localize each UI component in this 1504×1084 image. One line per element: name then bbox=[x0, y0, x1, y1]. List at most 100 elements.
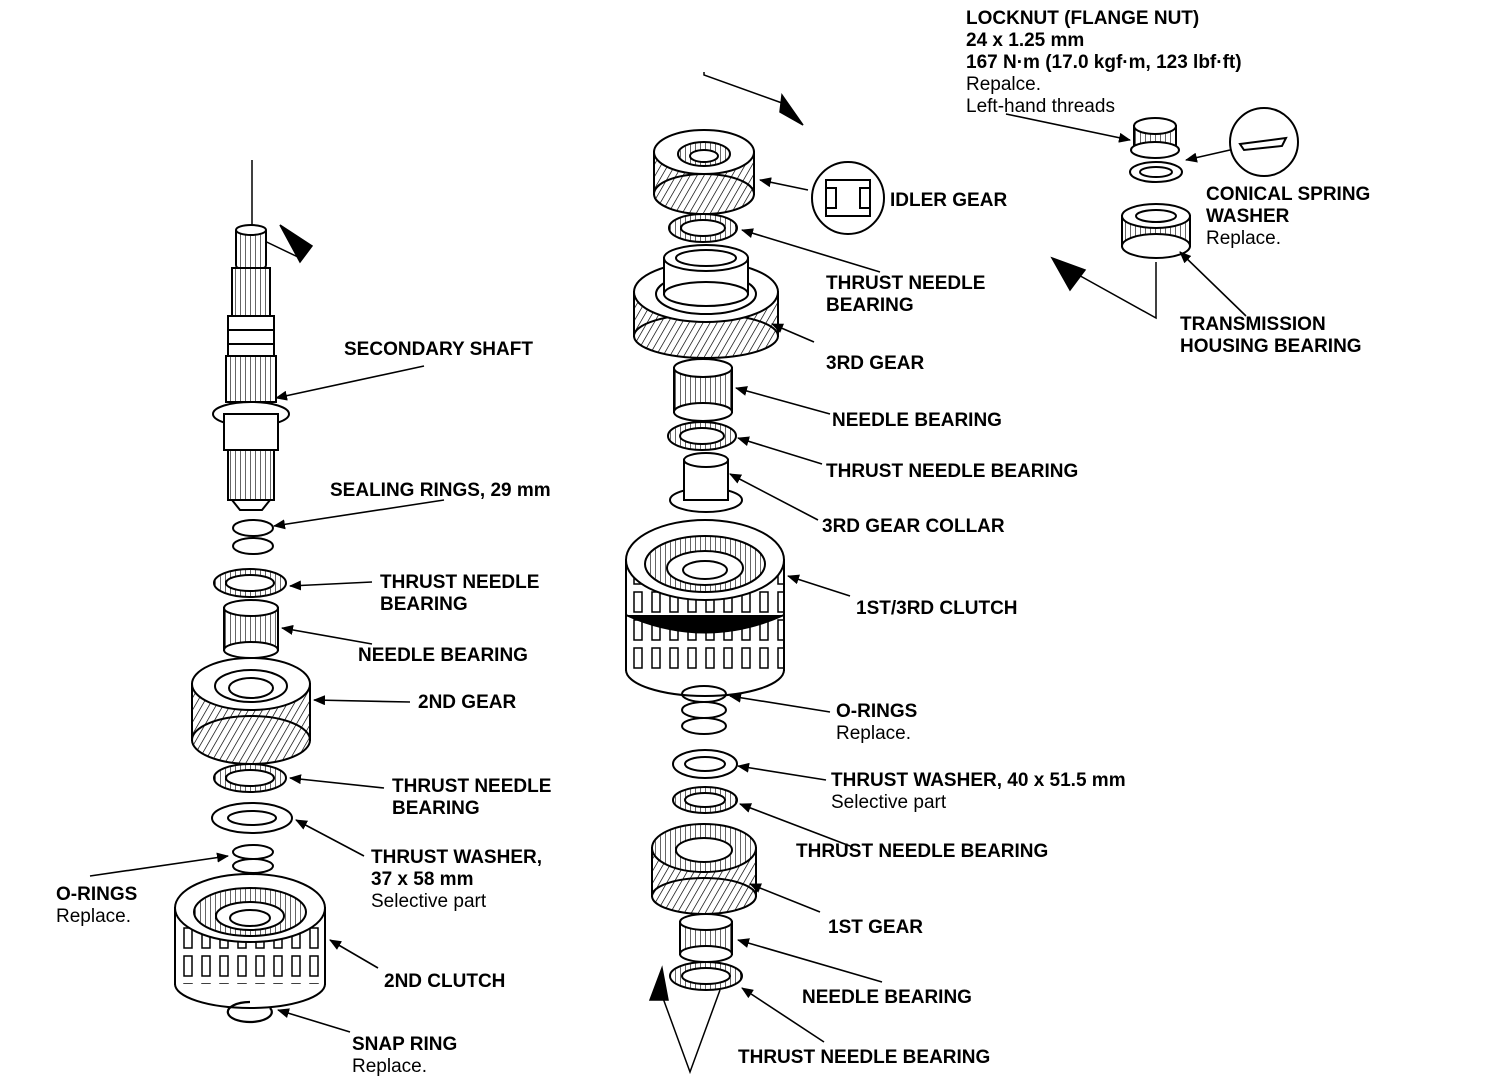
label-needle-bearing-left: NEEDLE BEARING bbox=[358, 645, 528, 667]
label-first-gear-text: 1ST GEAR bbox=[828, 917, 924, 938]
leader-thrust-needle-bottom bbox=[741, 987, 825, 1043]
snap-ring-part bbox=[226, 1000, 273, 1024]
label-locknut-name: LOCKNUT (FLANGE NUT) bbox=[966, 8, 1200, 29]
label-o-rings-right: O-RINGS Replace. bbox=[836, 701, 917, 745]
label-collar-text: 3RD GEAR COLLAR bbox=[822, 516, 1005, 537]
label-second-clutch: 2ND CLUTCH bbox=[384, 971, 505, 993]
label-transmission-housing-bearing: TRANSMISSION HOUSING BEARING bbox=[1180, 314, 1362, 358]
leader-idler-gear bbox=[759, 177, 809, 191]
label-sealing-rings-text: SEALING RINGS, 29 mm bbox=[330, 480, 551, 501]
label-thrust-washer-right: THRUST WASHER, 40 x 51.5 mm Selective pa… bbox=[831, 770, 1126, 814]
axis-arrow-right bbox=[1050, 256, 1157, 320]
thrust-needle-bearing-mid-part bbox=[667, 421, 737, 451]
label-tnb-bottom-text: THRUST NEEDLE BEARING bbox=[738, 1047, 991, 1068]
conical-spring-washer-part bbox=[1129, 161, 1183, 183]
axis-arrow-center-bottom bbox=[648, 965, 721, 1075]
secondary-shaft-part bbox=[212, 224, 290, 511]
label-third-gear-collar: 3RD GEAR COLLAR bbox=[822, 516, 1005, 538]
second-clutch-part bbox=[174, 873, 326, 1009]
label-second-gear-text: 2ND GEAR bbox=[418, 692, 517, 713]
label-locknut: LOCKNUT (FLANGE NUT) 24 x 1.25 mm 167 N·… bbox=[966, 8, 1242, 118]
label-tw-left-line1: THRUST WASHER, bbox=[371, 847, 542, 868]
idler-gear-part bbox=[653, 129, 755, 215]
label-conical-spring-washer: CONICAL SPRING WASHER Replace. bbox=[1206, 184, 1370, 250]
locknut-part bbox=[1130, 117, 1180, 159]
label-first-third-clutch: 1ST/3RD CLUTCH bbox=[856, 598, 1018, 620]
thrust-needle-bearing-right-1-part bbox=[672, 786, 738, 814]
label-thb-line2: HOUSING BEARING bbox=[1180, 336, 1362, 357]
label-sealing-rings: SEALING RINGS, 29 mm bbox=[330, 480, 551, 502]
leader-thrust-needle-right1 bbox=[739, 803, 851, 847]
label-tnb-left1-line1: THRUST NEEDLE bbox=[380, 572, 540, 593]
leader-third-gear bbox=[771, 323, 815, 343]
label-o-rings-left-note: Replace. bbox=[56, 906, 131, 927]
leader-o-rings-left bbox=[89, 852, 229, 877]
leader-thrust-washer-right bbox=[737, 762, 827, 781]
label-tnb-top-line1: THRUST NEEDLE bbox=[826, 273, 986, 294]
third-gear-part bbox=[633, 244, 779, 359]
label-needle-bearing-mid: NEEDLE BEARING bbox=[832, 410, 1002, 432]
leader-thrust-needle-mid bbox=[737, 436, 823, 465]
label-snap-ring: SNAP RING Replace. bbox=[352, 1034, 457, 1078]
label-thrust-needle-bearing-bottom: THRUST NEEDLE BEARING bbox=[738, 1047, 990, 1069]
label-conical-line2: WASHER bbox=[1206, 206, 1290, 227]
label-needle-mid-text: NEEDLE BEARING bbox=[832, 410, 1002, 431]
label-tnb-left2-line1: THRUST NEEDLE bbox=[392, 776, 552, 797]
thrust-needle-bearing-left-1-part bbox=[213, 568, 287, 598]
label-thrust-washer-left: THRUST WASHER, 37 x 58 mm Selective part bbox=[371, 847, 542, 913]
leader-conical-washer bbox=[1185, 149, 1231, 163]
leader-needle-bottom bbox=[737, 938, 883, 983]
leader-needle-left bbox=[281, 625, 373, 645]
label-locknut-note1: Repalce. bbox=[966, 74, 1041, 95]
axis-arrow-center-top bbox=[703, 72, 804, 126]
leader-housing-bearing bbox=[1179, 251, 1247, 317]
o-rings-right-part bbox=[681, 685, 727, 735]
label-secondary-shaft-text: SECONDARY SHAFT bbox=[344, 339, 533, 360]
label-idler-gear-text: IDLER GEAR bbox=[890, 190, 1008, 211]
leader-o-rings-right bbox=[729, 692, 831, 713]
label-locknut-torque: 167 N·m (17.0 kgf·m, 123 lbf·ft) bbox=[966, 52, 1242, 73]
label-thrust-needle-bearing-right-1: THRUST NEEDLE BEARING bbox=[796, 841, 1048, 863]
thrust-washer-right-part bbox=[672, 749, 738, 779]
leader-sealing-rings bbox=[273, 499, 445, 530]
label-conical-note: Replace. bbox=[1206, 228, 1281, 249]
leader-lines bbox=[89, 113, 1247, 1043]
label-idler-gear: IDLER GEAR bbox=[890, 190, 1007, 212]
label-o-rings-right-note: Replace. bbox=[836, 723, 911, 744]
leader-secondary-shaft bbox=[275, 365, 425, 401]
needle-bearing-mid-part bbox=[673, 358, 733, 422]
leader-needle-mid bbox=[735, 386, 831, 415]
third-gear-collar-part bbox=[669, 452, 743, 513]
leader-thrust-washer-left bbox=[295, 819, 365, 857]
thrust-needle-bearing-left-2-part bbox=[213, 763, 287, 793]
leader-first-gear bbox=[749, 883, 821, 913]
conical-spring-washer-section-icon bbox=[1229, 107, 1299, 177]
label-tnb-left2-line2: BEARING bbox=[392, 798, 480, 819]
thrust-needle-bearing-top-part bbox=[668, 213, 738, 243]
leader-clutch-13 bbox=[787, 574, 851, 597]
leader-thrust-needle-left1 bbox=[289, 580, 373, 591]
label-o-rings-right-name: O-RINGS bbox=[836, 701, 918, 722]
transmission-housing-bearing-part bbox=[1121, 203, 1191, 259]
label-first-gear: 1ST GEAR bbox=[828, 917, 923, 939]
first-gear-part bbox=[651, 823, 757, 915]
label-tw-left-line2: 37 x 58 mm bbox=[371, 869, 474, 890]
label-thrust-needle-bearing-left-1: THRUST NEEDLE BEARING bbox=[380, 572, 539, 616]
label-snap-ring-name: SNAP RING bbox=[352, 1034, 458, 1055]
label-tw-right-note: Selective part bbox=[831, 792, 947, 813]
label-third-gear: 3RD GEAR bbox=[826, 353, 924, 375]
leader-snap-ring bbox=[277, 1008, 351, 1033]
label-needle-left-text: NEEDLE BEARING bbox=[358, 645, 528, 666]
label-thb-line1: TRANSMISSION bbox=[1180, 314, 1326, 335]
label-needle-bottom-text: NEEDLE BEARING bbox=[802, 987, 972, 1008]
label-locknut-note2: Left-hand threads bbox=[966, 96, 1115, 117]
label-thrust-needle-bearing-top: THRUST NEEDLE BEARING bbox=[826, 273, 985, 317]
label-tnb-left1-line2: BEARING bbox=[380, 594, 468, 615]
second-gear-part bbox=[191, 657, 311, 765]
leader-second-clutch bbox=[329, 939, 379, 969]
label-third-gear-text: 3RD GEAR bbox=[826, 353, 925, 374]
label-clutch13-text: 1ST/3RD CLUTCH bbox=[856, 598, 1018, 619]
leader-thrust-needle-left2 bbox=[289, 774, 385, 789]
